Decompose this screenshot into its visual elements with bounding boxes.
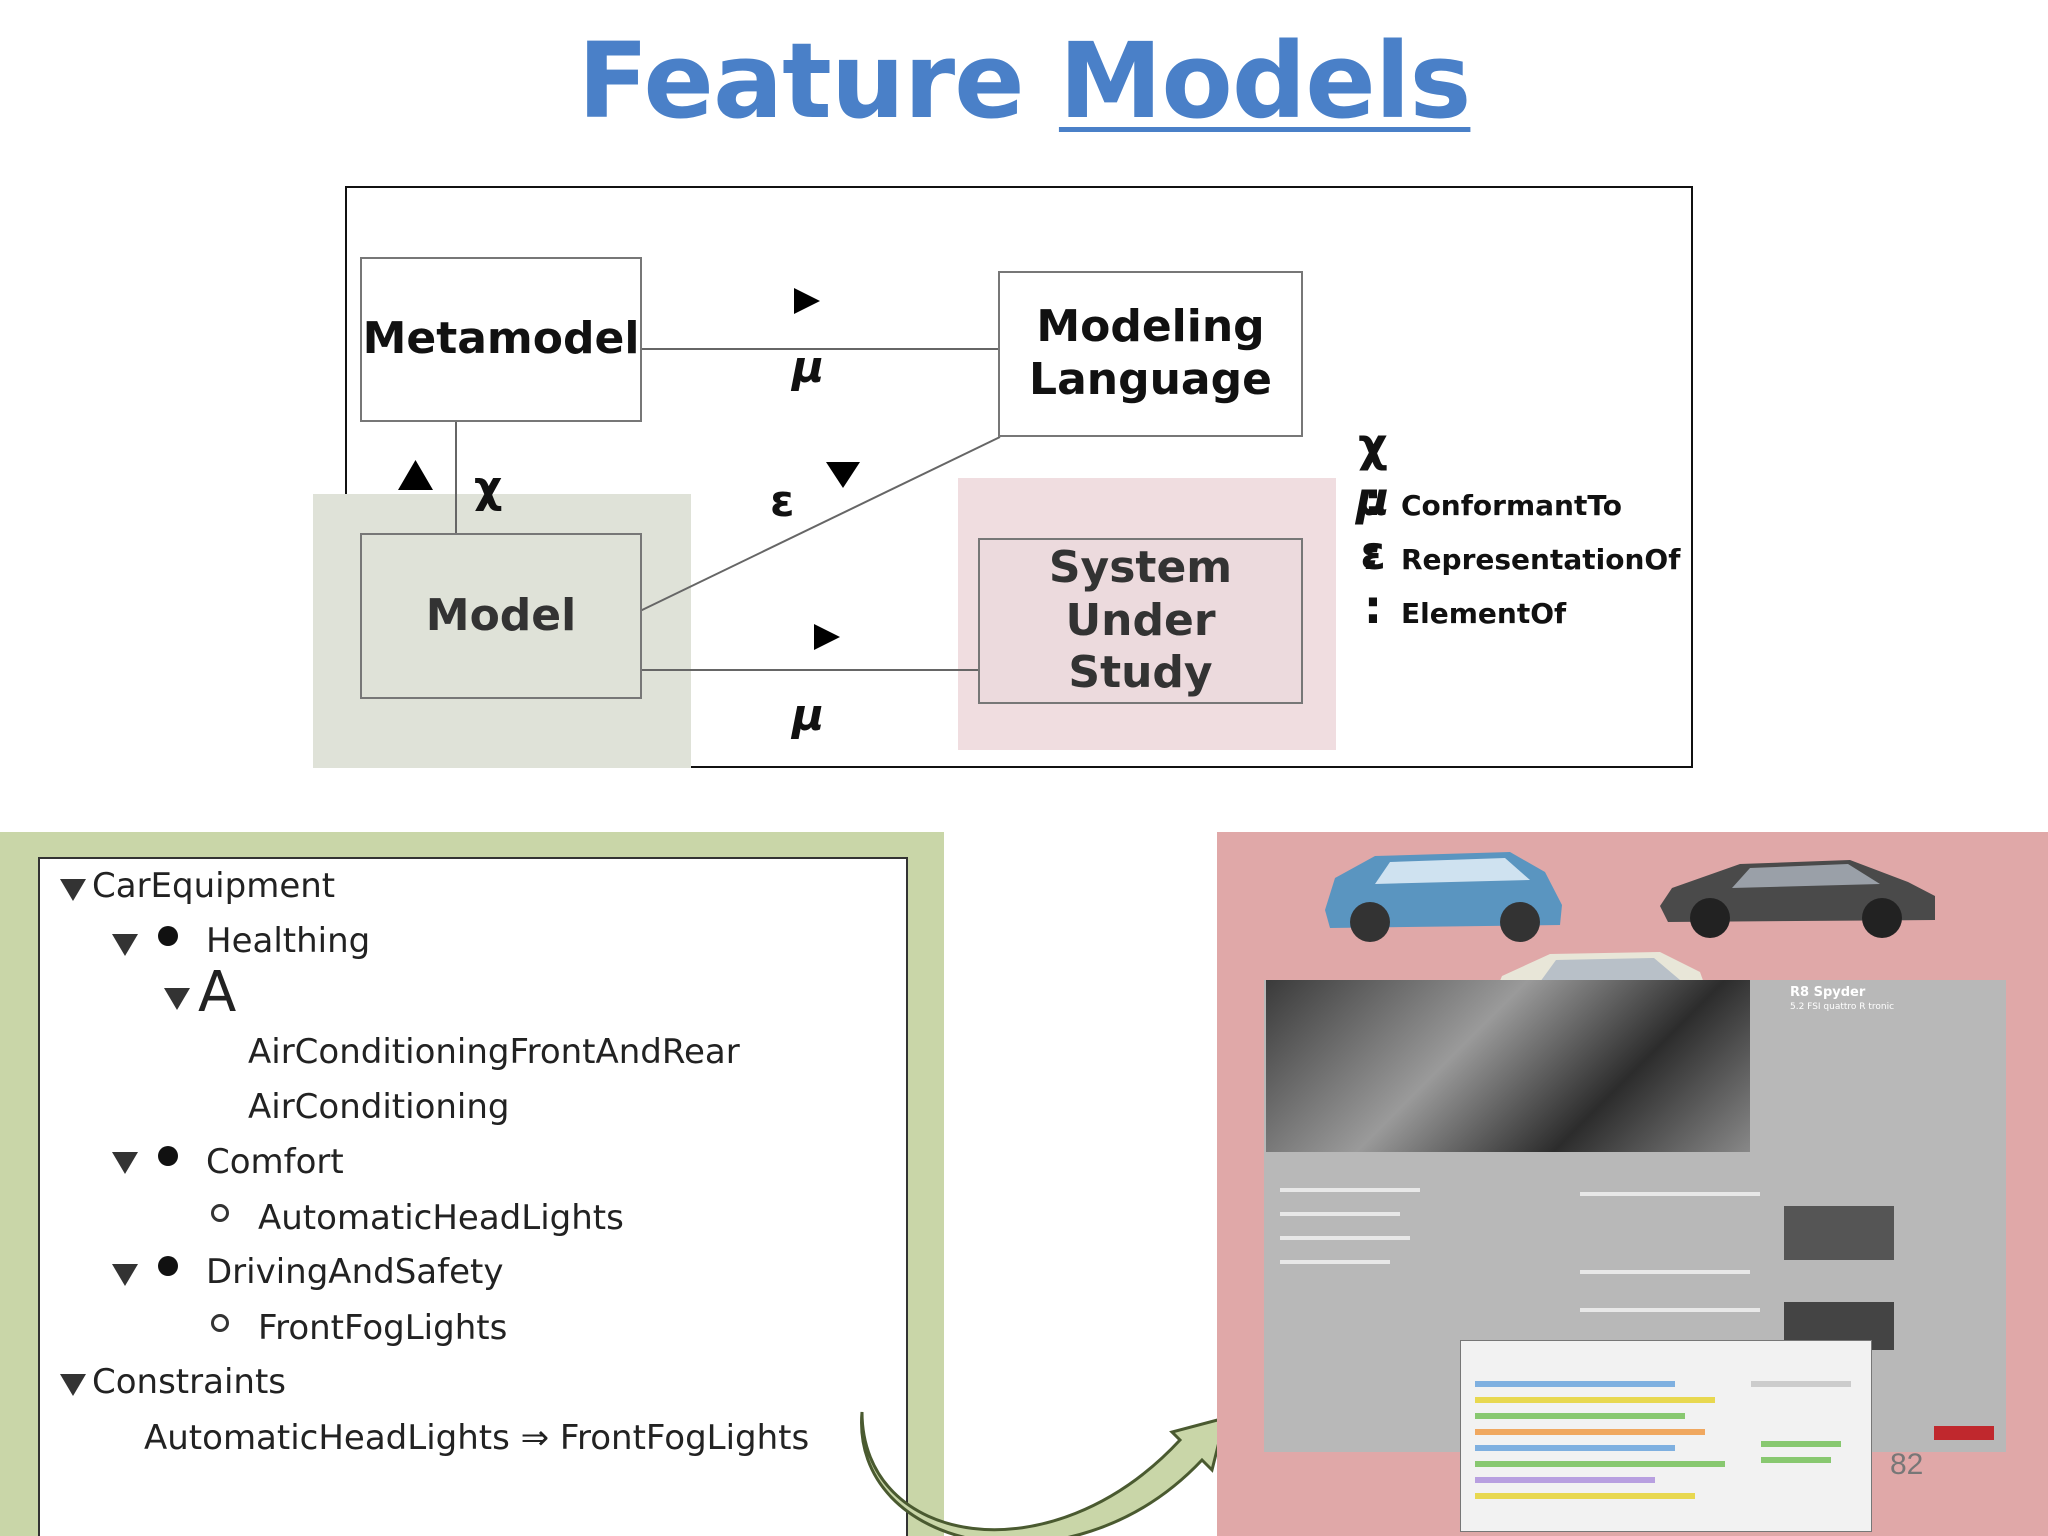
rear-light-photo	[1784, 1206, 1894, 1260]
optional-feature-icon	[211, 1204, 229, 1222]
mandatory-feature-icon	[158, 1256, 178, 1276]
feature-air-front-rear[interactable]: AirConditioningFrontAndRear	[248, 1032, 740, 1072]
expand-triangle-icon[interactable]	[112, 1264, 138, 1286]
mu-symbol-top: μ	[792, 342, 825, 393]
legend-symbol: χ :	[1358, 418, 1388, 526]
option-row	[1580, 1308, 1760, 1312]
mandatory-feature-icon	[158, 1146, 178, 1166]
optional-feature-icon	[211, 1314, 229, 1332]
constraint-rule: AutomaticHeadLights ⇒ FrontFogLights	[144, 1418, 810, 1458]
constraints-header[interactable]: Constraints	[92, 1362, 286, 1402]
option-row	[1580, 1192, 1760, 1196]
metamodel-label: Metamodel	[362, 313, 640, 365]
mandatory-feature-icon	[158, 926, 178, 946]
arrow-right-bottom	[814, 624, 840, 650]
mu-symbol-bottom: μ	[792, 690, 825, 741]
sus-label-1: System Under	[1048, 541, 1233, 646]
legend-label: RepresentationOf	[1401, 543, 1681, 576]
metamodel-box: Metamodel	[360, 257, 642, 422]
arrow-right-top	[794, 288, 820, 314]
feature-auto-headlights[interactable]: AutomaticHeadLights	[258, 1198, 624, 1238]
legend-item-element: ε : ElementOf	[1345, 526, 1566, 634]
modeling-language-label-2: Language	[1029, 354, 1272, 405]
arrow-up	[398, 460, 433, 490]
feature-healthing[interactable]: Healthing	[206, 921, 371, 961]
blue-car-icon	[1325, 852, 1562, 942]
title-word-feature: Feature	[577, 20, 1025, 142]
feature-driving-safety[interactable]: DrivingAndSafety	[206, 1252, 504, 1292]
page-number: 82	[1890, 1448, 1924, 1481]
configurator-summary: R8 Spyder 5.2 FSI quattro R tronic	[1790, 985, 2000, 1095]
arrow-down	[826, 462, 860, 488]
legend-item-conformant: χ : ConformantTo	[1345, 418, 1622, 526]
option-row	[1280, 1188, 1420, 1192]
model-label: Model	[425, 589, 577, 641]
option-row	[1280, 1236, 1410, 1240]
car-interior-photo	[1266, 980, 1750, 1152]
modeling-language-label-1: Modeling	[1036, 301, 1265, 353]
grey-sedan-icon	[1660, 860, 1935, 938]
feature-model-panel	[38, 857, 908, 1536]
megamodel-diagram-frame	[345, 186, 1693, 768]
legend-item-representation: μ : RepresentationOf	[1345, 472, 1680, 580]
model-language-link	[639, 436, 1001, 612]
configurator-car-model: R8 Spyder	[1790, 985, 1866, 1000]
configurator-car-engine: 5.2 FSI quattro R tronic	[1790, 1001, 1895, 1012]
feature-air[interactable]: AirConditioning	[248, 1087, 510, 1127]
feature-comfort[interactable]: Comfort	[206, 1142, 344, 1182]
model-box: Model	[360, 533, 642, 699]
expand-triangle-icon[interactable]	[164, 988, 190, 1010]
feature-root[interactable]: CarEquipment	[92, 866, 336, 906]
legend-label: ElementOf	[1401, 597, 1567, 630]
legend-symbol: μ :	[1356, 472, 1390, 580]
code-editor-screenshot	[1460, 1340, 1872, 1532]
expand-triangle-icon[interactable]	[60, 879, 86, 901]
system-under-study-box: System Under Study	[978, 538, 1303, 704]
option-row	[1280, 1260, 1390, 1264]
feature-fog-lights[interactable]: FrontFogLights	[258, 1308, 508, 1348]
slide-title: Feature Models	[0, 20, 2048, 142]
title-word-models: Models	[1058, 20, 1471, 142]
expand-triangle-icon[interactable]	[112, 934, 138, 956]
chi-symbol: χ	[474, 462, 503, 513]
option-row	[1580, 1270, 1750, 1274]
option-row	[1280, 1212, 1400, 1216]
next-button[interactable]	[1934, 1426, 1994, 1440]
legend-label: ConformantTo	[1401, 489, 1622, 522]
modeling-language-box: Modeling Language	[998, 271, 1303, 437]
legend-symbol: ε :	[1360, 526, 1386, 634]
epsilon-symbol: ε	[770, 476, 795, 527]
alternative-group-icon: A	[198, 960, 237, 1025]
expand-triangle-icon[interactable]	[112, 1152, 138, 1174]
expand-triangle-icon[interactable]	[60, 1374, 86, 1396]
sus-label-2: Study	[1068, 647, 1213, 699]
